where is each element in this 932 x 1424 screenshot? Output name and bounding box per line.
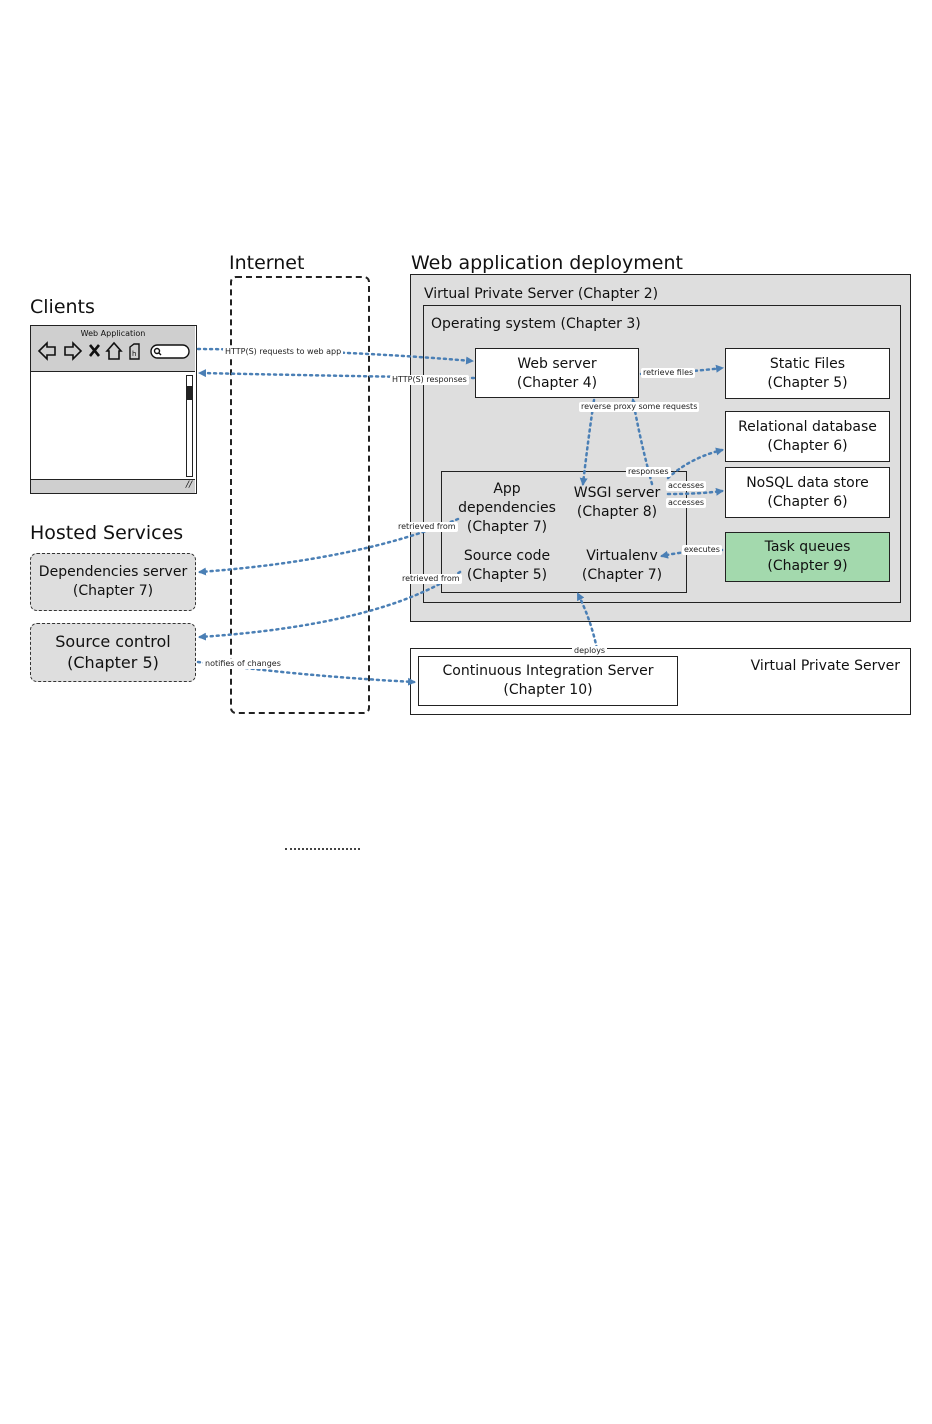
virtualenv-chapter: (Chapter 7) [581,567,663,583]
browser-controls: h [37,341,190,361]
virtualenv-label: Virtualenv (Chapter 7) [574,547,670,585]
dependencies-server-box: Dependencies server (Chapter 7) [30,553,196,611]
task-queues-title: Task queues [764,539,851,555]
label-reverse-proxy: reverse proxy some requests [579,402,700,412]
nosql-store-title: NoSQL data store [746,475,869,491]
arrow-retrieved-from-source [198,570,462,641]
label-responses: responses [626,467,671,477]
scrollbar-thumb[interactable] [187,386,192,400]
static-files-box: Static Files (Chapter 5) [725,348,890,399]
vps-label: Virtual Private Server (Chapter 2) [424,286,659,302]
app-dependencies-line1: App [493,481,521,497]
os-label: Operating system (Chapter 3) [431,316,641,332]
ci-server-box: Continuous Integration Server (Chapter 1… [418,656,678,706]
label-retrieved-from-deps: retrieved from [396,522,458,532]
label-accesses-nosql: accesses [666,498,707,508]
deployment-heading: Web application deployment [411,252,683,274]
label-executes: executes [682,545,722,555]
source-control-box: Source control (Chapter 5) [30,623,196,682]
app-container [441,471,687,593]
source-control-chapter: (Chapter 5) [67,653,159,672]
arrow-reverse-proxy [579,398,596,486]
wsgi-server-title: WSGI server [573,485,661,501]
stop-icon[interactable] [88,344,101,357]
hosted-services-heading: Hosted Services [30,522,184,544]
ci-vps-label: Virtual Private Server [750,658,900,674]
clients-heading: Clients [30,296,95,318]
label-http-requests: HTTP(S) requests to web app [223,347,344,357]
label-accesses-relational: accesses [666,481,707,491]
svg-text:h: h [132,350,136,358]
nosql-store-box: NoSQL data store (Chapter 6) [725,467,890,518]
relational-database-box: Relational database (Chapter 6) [725,411,890,462]
ci-server-title: Continuous Integration Server [442,663,654,679]
source-code-chapter: (Chapter 5) [466,567,548,583]
dotted-divider [285,848,360,850]
task-queues-box: Task queues (Chapter 9) [725,532,890,582]
search-field-icon[interactable] [150,344,190,359]
browser-scrollbar[interactable] [186,375,193,477]
app-dependencies-line2: dependencies [458,500,556,516]
arrow-retrieved-from-deps [198,517,460,576]
home-icon[interactable] [105,341,123,360]
browser-title: Web Application [80,329,146,338]
wsgi-server-label: WSGI server (Chapter 8) [564,484,670,522]
label-deploys: deploys [572,646,608,656]
source-control-title: Source control [55,632,171,651]
relational-database-chapter: (Chapter 6) [767,438,848,454]
label-notifies: notifies of changes [203,659,283,669]
label-http-responses: HTTP(S) responses [390,375,469,385]
label-retrieved-from-source: retrieved from [400,574,462,584]
app-dependencies-label: App dependencies (Chapter 7) [449,480,565,537]
ci-server-chapter: (Chapter 10) [503,682,593,698]
web-server-box: Web server (Chapter 4) [475,348,639,398]
source-code-title: Source code [463,548,551,564]
internet-region [230,276,370,714]
forward-icon[interactable] [64,341,83,361]
browser-toolbar: Web Application h [31,326,195,372]
label-retrieve-files: retrieve files [641,368,696,378]
resize-grip-icon[interactable]: // [185,480,192,490]
back-icon[interactable] [37,341,56,361]
arrow-deploys [576,592,600,656]
dependencies-server-chapter: (Chapter 7) [72,583,154,599]
source-code-label: Source code (Chapter 5) [452,547,562,585]
bookmark-icon[interactable]: h [129,343,140,360]
wsgi-server-chapter: (Chapter 8) [576,504,658,520]
relational-database-title: Relational database [738,419,877,435]
static-files-title: Static Files [769,356,846,372]
static-files-chapter: (Chapter 5) [767,375,848,391]
task-queues-chapter: (Chapter 9) [767,558,848,574]
arrow-accesses-nosql [666,487,724,496]
web-server-title: Web server [517,356,597,372]
browser-statusbar: // [31,479,195,493]
nosql-store-chapter: (Chapter 6) [767,494,848,510]
arrow-accesses-relational [666,447,724,480]
web-server-chapter: (Chapter 4) [516,375,598,391]
browser-window: Web Application h [30,325,197,494]
app-dependencies-line3: (Chapter 7) [466,519,548,535]
dependencies-server-title: Dependencies server [38,564,188,580]
virtualenv-title: Virtualenv [586,548,658,564]
internet-heading: Internet [229,252,305,274]
